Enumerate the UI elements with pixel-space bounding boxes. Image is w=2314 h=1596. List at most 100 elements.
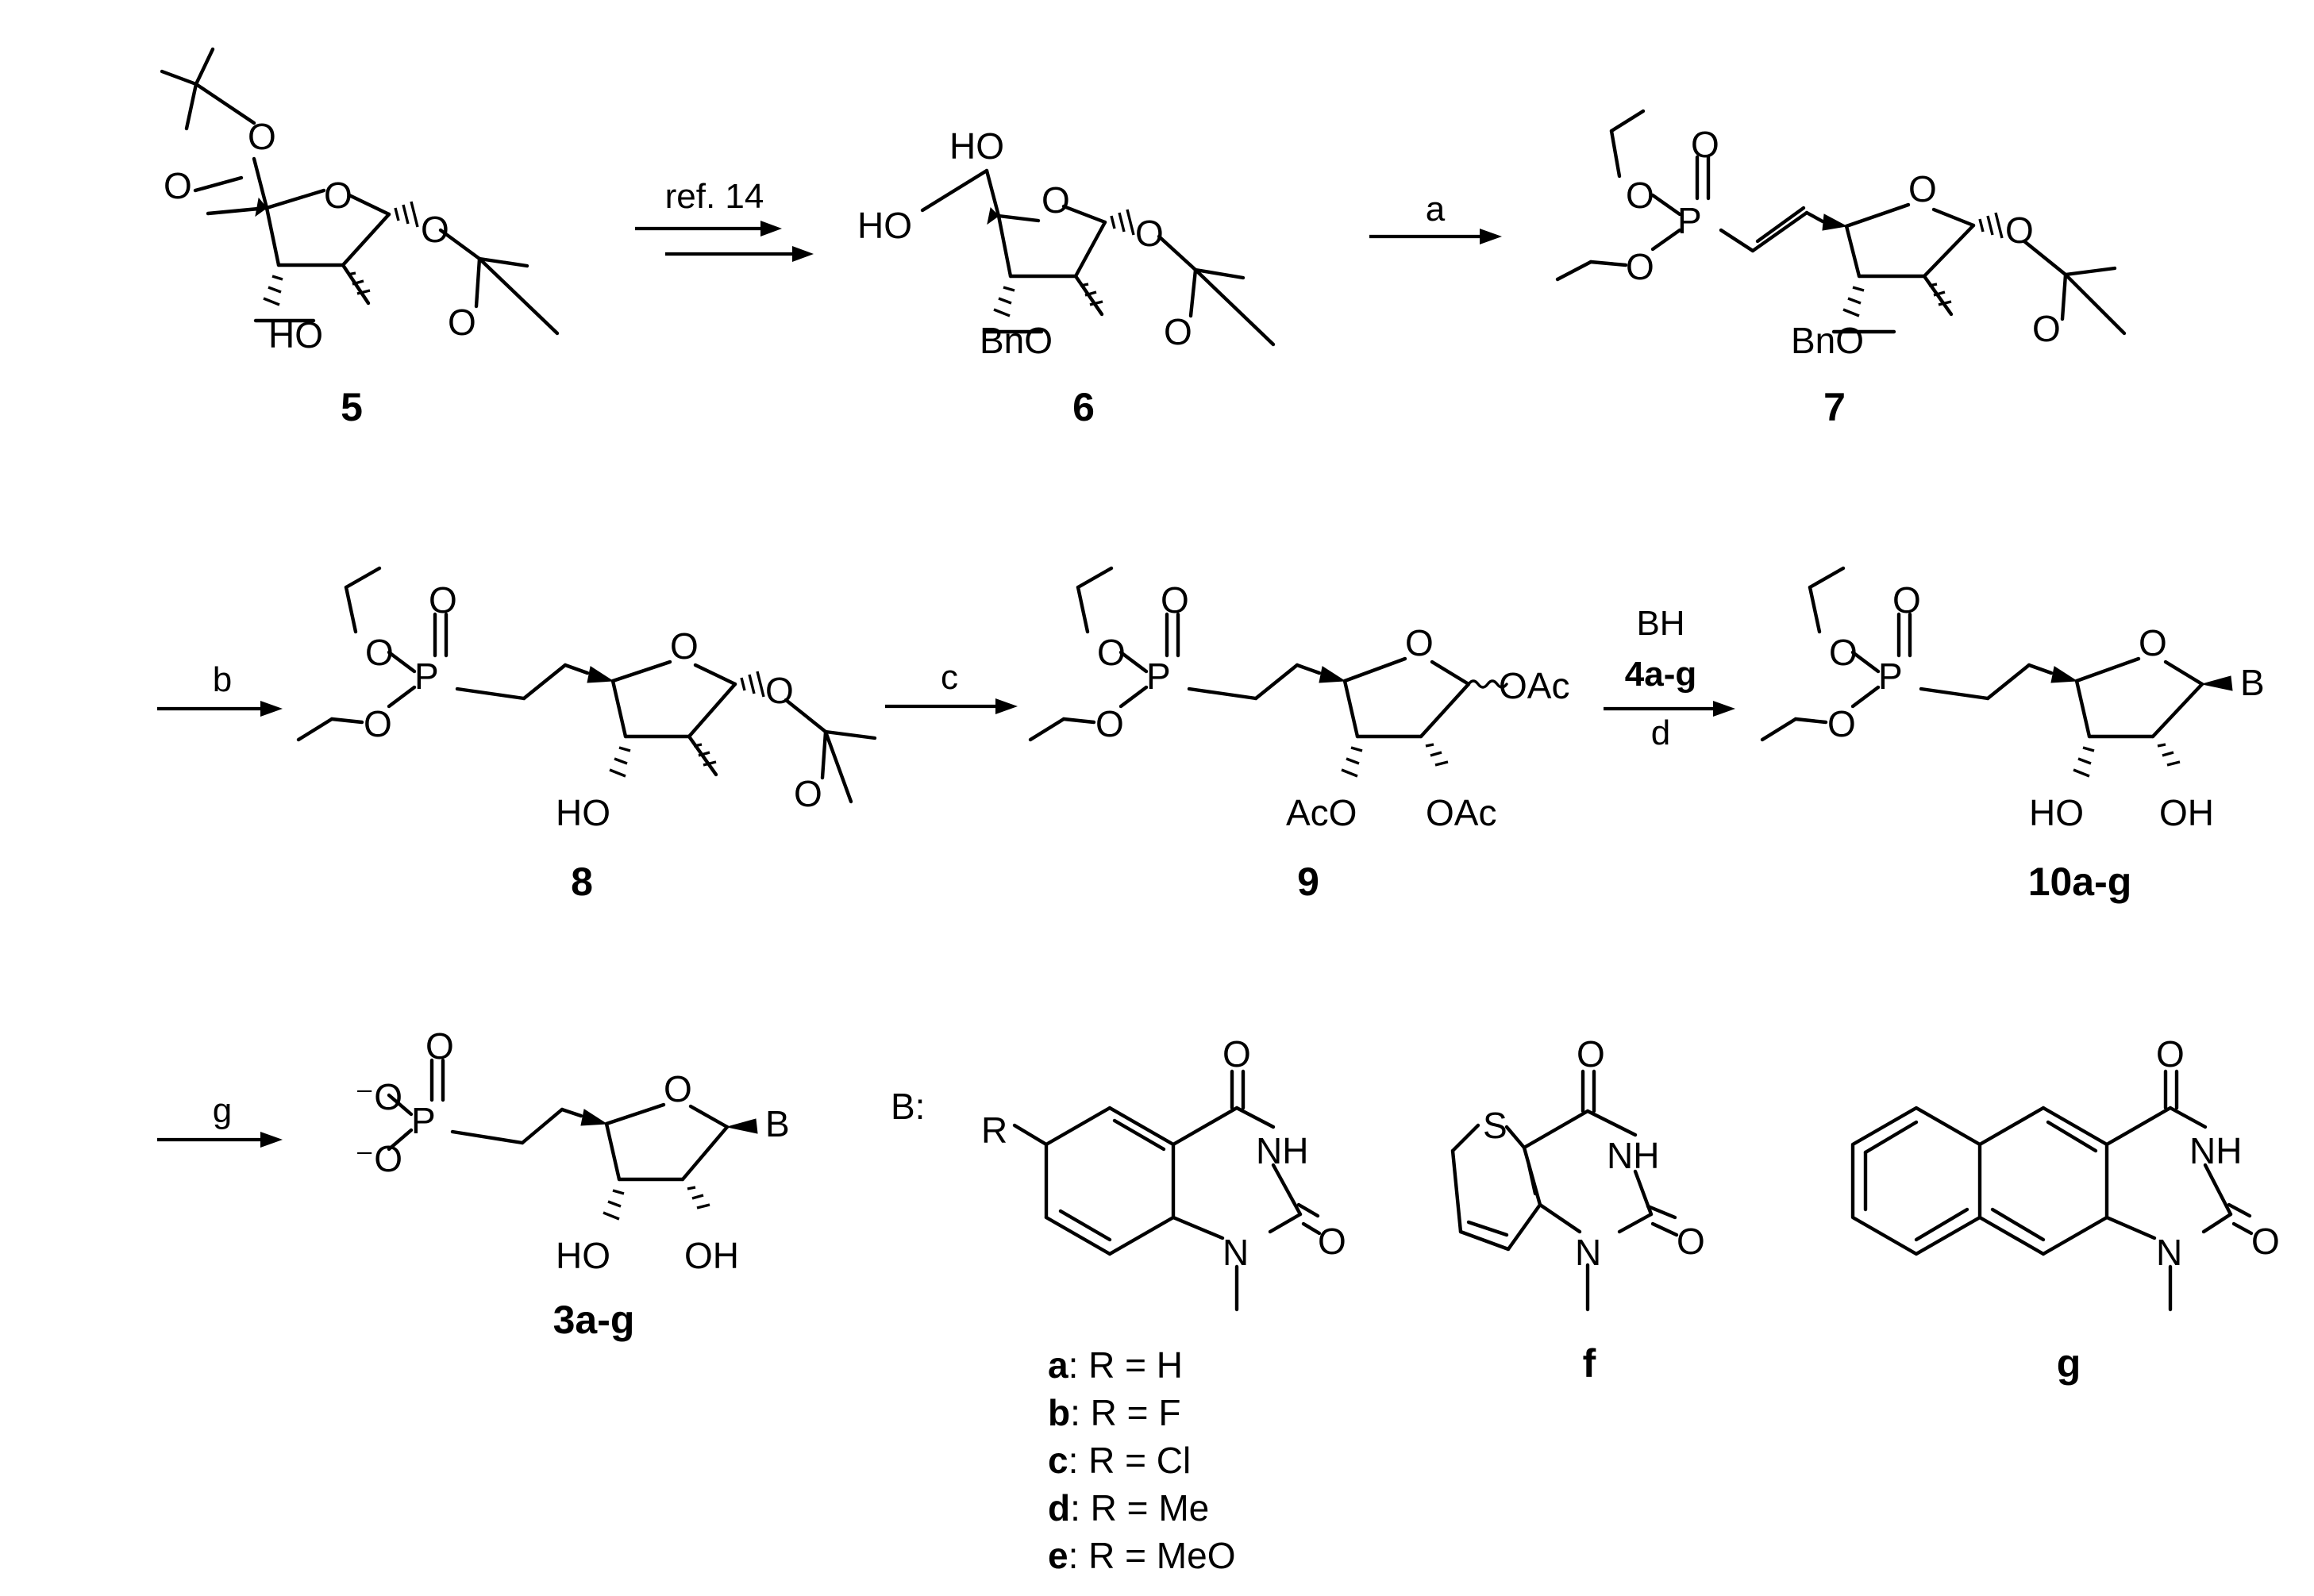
substituent-a: a: R = H bbox=[1048, 1344, 1183, 1386]
compound-3-structure bbox=[387, 1058, 758, 1221]
atom-o: O bbox=[765, 670, 794, 711]
atom-o: O bbox=[1318, 1221, 1346, 1262]
base-g-structure bbox=[1850, 1069, 2254, 1312]
reaction-arrow-b bbox=[157, 701, 283, 717]
atom-o: O bbox=[1095, 703, 1124, 744]
atom-n: N bbox=[2156, 1232, 2182, 1273]
reagent-g: g bbox=[213, 1091, 232, 1130]
atom-n: N bbox=[1575, 1232, 1601, 1273]
atom-o: O bbox=[1161, 579, 1189, 621]
atom-o: O bbox=[1577, 1033, 1605, 1075]
atom-o: O bbox=[1908, 168, 1937, 210]
atom-n: N bbox=[1222, 1232, 1249, 1273]
atom-p: P bbox=[411, 1100, 436, 1141]
compound-5-structure bbox=[160, 47, 560, 336]
atom-o: O bbox=[1164, 311, 1192, 352]
atom-p: P bbox=[1677, 200, 1702, 241]
compound-9-structure bbox=[1028, 566, 1508, 778]
atom-o-minus: ⁻O bbox=[355, 1076, 402, 1117]
compound-label-10: 10a-g bbox=[2028, 860, 2132, 904]
atom-ho: HO bbox=[949, 125, 1004, 167]
atom-o: O bbox=[2005, 210, 2034, 251]
atom-ho: HO bbox=[857, 205, 912, 246]
atom-o: O bbox=[1626, 175, 1654, 216]
compound-label-8: 8 bbox=[571, 860, 593, 904]
reaction-arrow-c bbox=[885, 698, 1018, 714]
reagent-bh: BH bbox=[1636, 604, 1684, 643]
reagent-ref14: ref. 14 bbox=[665, 177, 764, 216]
atom-ho: HO bbox=[556, 1235, 610, 1276]
bases-label: B: bbox=[891, 1086, 925, 1127]
atom-ho: HO bbox=[2029, 792, 2084, 833]
atom-oh: OH bbox=[2159, 792, 2214, 833]
atom-o: O bbox=[2251, 1221, 2280, 1262]
compound-label-5: 5 bbox=[341, 385, 363, 429]
compound-label-7: 7 bbox=[1823, 385, 1846, 429]
atom-o: O bbox=[1041, 179, 1070, 221]
atom-o: O bbox=[1626, 246, 1654, 287]
atom-nh: NH bbox=[1607, 1135, 1659, 1176]
reagent-bh-sub: 4a-g bbox=[1625, 655, 1696, 694]
atom-o: O bbox=[2156, 1033, 2185, 1075]
atom-ho: HO bbox=[556, 792, 610, 833]
reagent-b: b bbox=[213, 660, 232, 699]
reaction-arrow-g bbox=[157, 1132, 283, 1148]
atom-o: O bbox=[448, 302, 476, 343]
atom-o: O bbox=[1097, 632, 1126, 673]
substituent-list: a: R = H b: R = F c: R = Cl d: R = Me e:… bbox=[1048, 1344, 1235, 1576]
substituent-c: c: R = Cl bbox=[1048, 1440, 1191, 1481]
atom-o: O bbox=[2032, 308, 2061, 349]
atom-o-minus: ⁻O bbox=[355, 1138, 402, 1179]
atom-o: O bbox=[1691, 124, 1719, 165]
compound-label-f: f bbox=[1583, 1341, 1596, 1386]
atom-o: O bbox=[248, 116, 276, 157]
compound-6-structure bbox=[920, 168, 1276, 347]
atom-s: S bbox=[1483, 1105, 1507, 1146]
compound-label-6: 6 bbox=[1072, 385, 1095, 429]
atom-p: P bbox=[1878, 656, 1903, 697]
atom-o: O bbox=[670, 625, 699, 667]
atom-o: O bbox=[1829, 632, 1858, 673]
substituent-e: e: R = MeO bbox=[1048, 1535, 1235, 1576]
atom-o: O bbox=[324, 175, 352, 216]
reagent-d: d bbox=[1651, 713, 1670, 752]
atom-o: O bbox=[794, 773, 822, 814]
compound-label-g: g bbox=[2057, 1341, 2081, 1386]
atom-o: O bbox=[1677, 1221, 1705, 1262]
atom-o: O bbox=[429, 579, 457, 621]
atom-o: O bbox=[664, 1068, 692, 1110]
base-quinazolinedione-structure bbox=[1012, 1069, 1322, 1312]
atom-b: B bbox=[765, 1103, 790, 1144]
reaction-arrow-d bbox=[1604, 701, 1735, 717]
atom-oh: OH bbox=[684, 1235, 739, 1276]
atom-o: O bbox=[365, 632, 394, 673]
atom-p: P bbox=[414, 656, 439, 697]
atom-ho: HO bbox=[268, 314, 323, 356]
atom-oac: OAc bbox=[1426, 792, 1496, 833]
atom-b: B bbox=[2240, 662, 2265, 703]
atom-obn: BnO bbox=[1791, 320, 1864, 361]
reagent-c: c bbox=[941, 658, 958, 697]
atom-nh: NH bbox=[2189, 1130, 2242, 1171]
atom-o: O bbox=[164, 165, 192, 206]
atom-o: O bbox=[1892, 579, 1921, 621]
compound-8-structure bbox=[296, 566, 877, 804]
atom-o: O bbox=[1405, 622, 1434, 663]
reaction-arrow-a bbox=[1369, 229, 1502, 244]
atom-o: O bbox=[1827, 703, 1856, 744]
atom-o: O bbox=[364, 703, 392, 744]
atom-obn: BnO bbox=[980, 320, 1053, 361]
atom-o: O bbox=[1222, 1033, 1251, 1075]
atom-o: O bbox=[1135, 213, 1164, 254]
atom-r: R bbox=[981, 1110, 1007, 1151]
base-f-structure bbox=[1450, 1069, 1679, 1312]
atom-aco: AcO bbox=[1286, 792, 1357, 833]
reagent-a: a bbox=[1426, 190, 1446, 229]
reaction-arrow-step1 bbox=[635, 221, 814, 262]
atom-o: O bbox=[421, 209, 449, 250]
compound-label-9: 9 bbox=[1297, 860, 1319, 904]
compound-7-structure bbox=[1555, 109, 2127, 336]
atom-o: O bbox=[425, 1025, 454, 1067]
substituent-d: d: R = Me bbox=[1048, 1487, 1209, 1529]
